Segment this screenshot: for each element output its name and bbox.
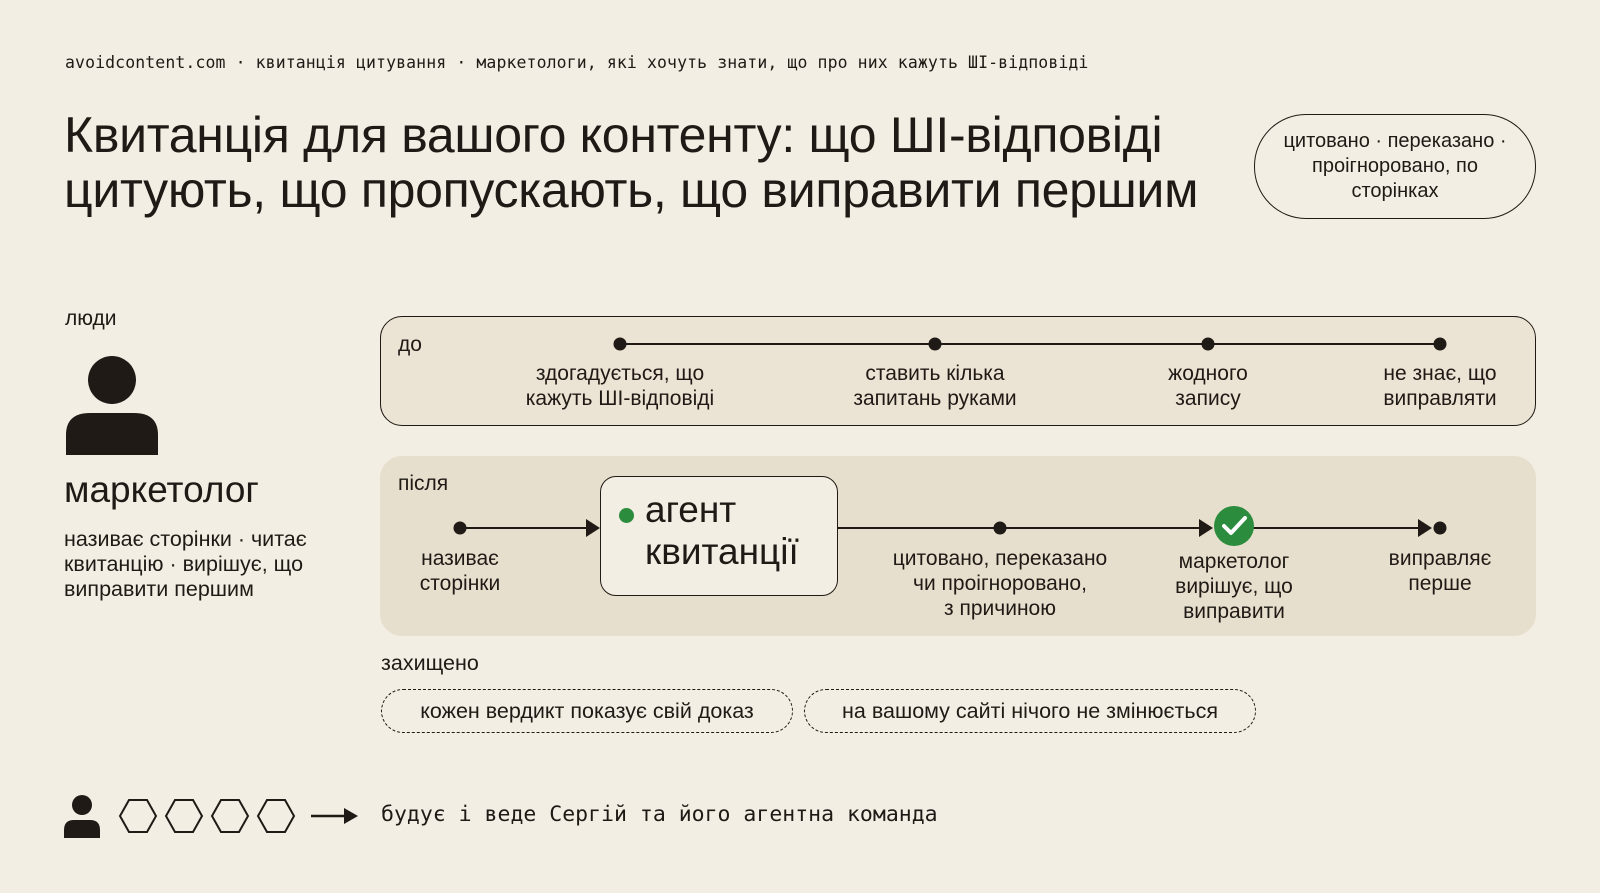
person-icon bbox=[64, 795, 100, 838]
page-title: Квитанція для вашого контенту: що ШІ-від… bbox=[64, 107, 1199, 218]
legend-text: цитовано · переказано · проігноровано, п… bbox=[1283, 130, 1507, 202]
hexagon-icon bbox=[256, 799, 296, 833]
people-label: люди bbox=[65, 307, 117, 330]
protected-label: захищено bbox=[381, 651, 479, 675]
legend-pill: цитовано · переказано · проігноровано, п… bbox=[1254, 114, 1536, 219]
person-icon bbox=[66, 356, 158, 455]
after-arrow-1 bbox=[586, 519, 600, 537]
before-node-4 bbox=[1433, 337, 1447, 351]
after-arrow-2 bbox=[1199, 519, 1213, 537]
protected-pill-no-changes: на вашому сайті нічого не змінюється bbox=[804, 689, 1256, 733]
before-node-3 bbox=[1201, 337, 1215, 351]
hexagon-icon bbox=[164, 799, 204, 833]
arrow-right-icon bbox=[311, 808, 358, 824]
hexagon-icon bbox=[210, 799, 250, 833]
before-panel bbox=[380, 316, 1536, 426]
after-panel bbox=[380, 456, 1536, 636]
role-description: називає сторінки · читає квитанцію · вир… bbox=[64, 527, 307, 601]
before-node-2 bbox=[928, 337, 942, 351]
after-node-start bbox=[453, 521, 467, 535]
after-node-verdict bbox=[993, 521, 1007, 535]
after-tag: після bbox=[398, 472, 449, 495]
check-circle-icon bbox=[1214, 506, 1254, 546]
role-name: маркетолог bbox=[64, 469, 259, 510]
hexagon-icon bbox=[118, 799, 158, 833]
protected-pill-evidence: кожен вердикт показує свій доказ bbox=[381, 689, 793, 733]
status-dot-icon bbox=[619, 508, 634, 523]
before-node-1 bbox=[613, 337, 627, 351]
before-tag: до bbox=[398, 333, 422, 356]
team-row bbox=[64, 795, 358, 838]
top-line: avoidcontent.com · квитанція цитування ·… bbox=[65, 53, 1089, 72]
credit-line: будує і веде Сергій та його агентна кома… bbox=[381, 802, 938, 827]
after-arrow-3 bbox=[1418, 519, 1432, 537]
after-node-fix bbox=[1433, 521, 1447, 535]
